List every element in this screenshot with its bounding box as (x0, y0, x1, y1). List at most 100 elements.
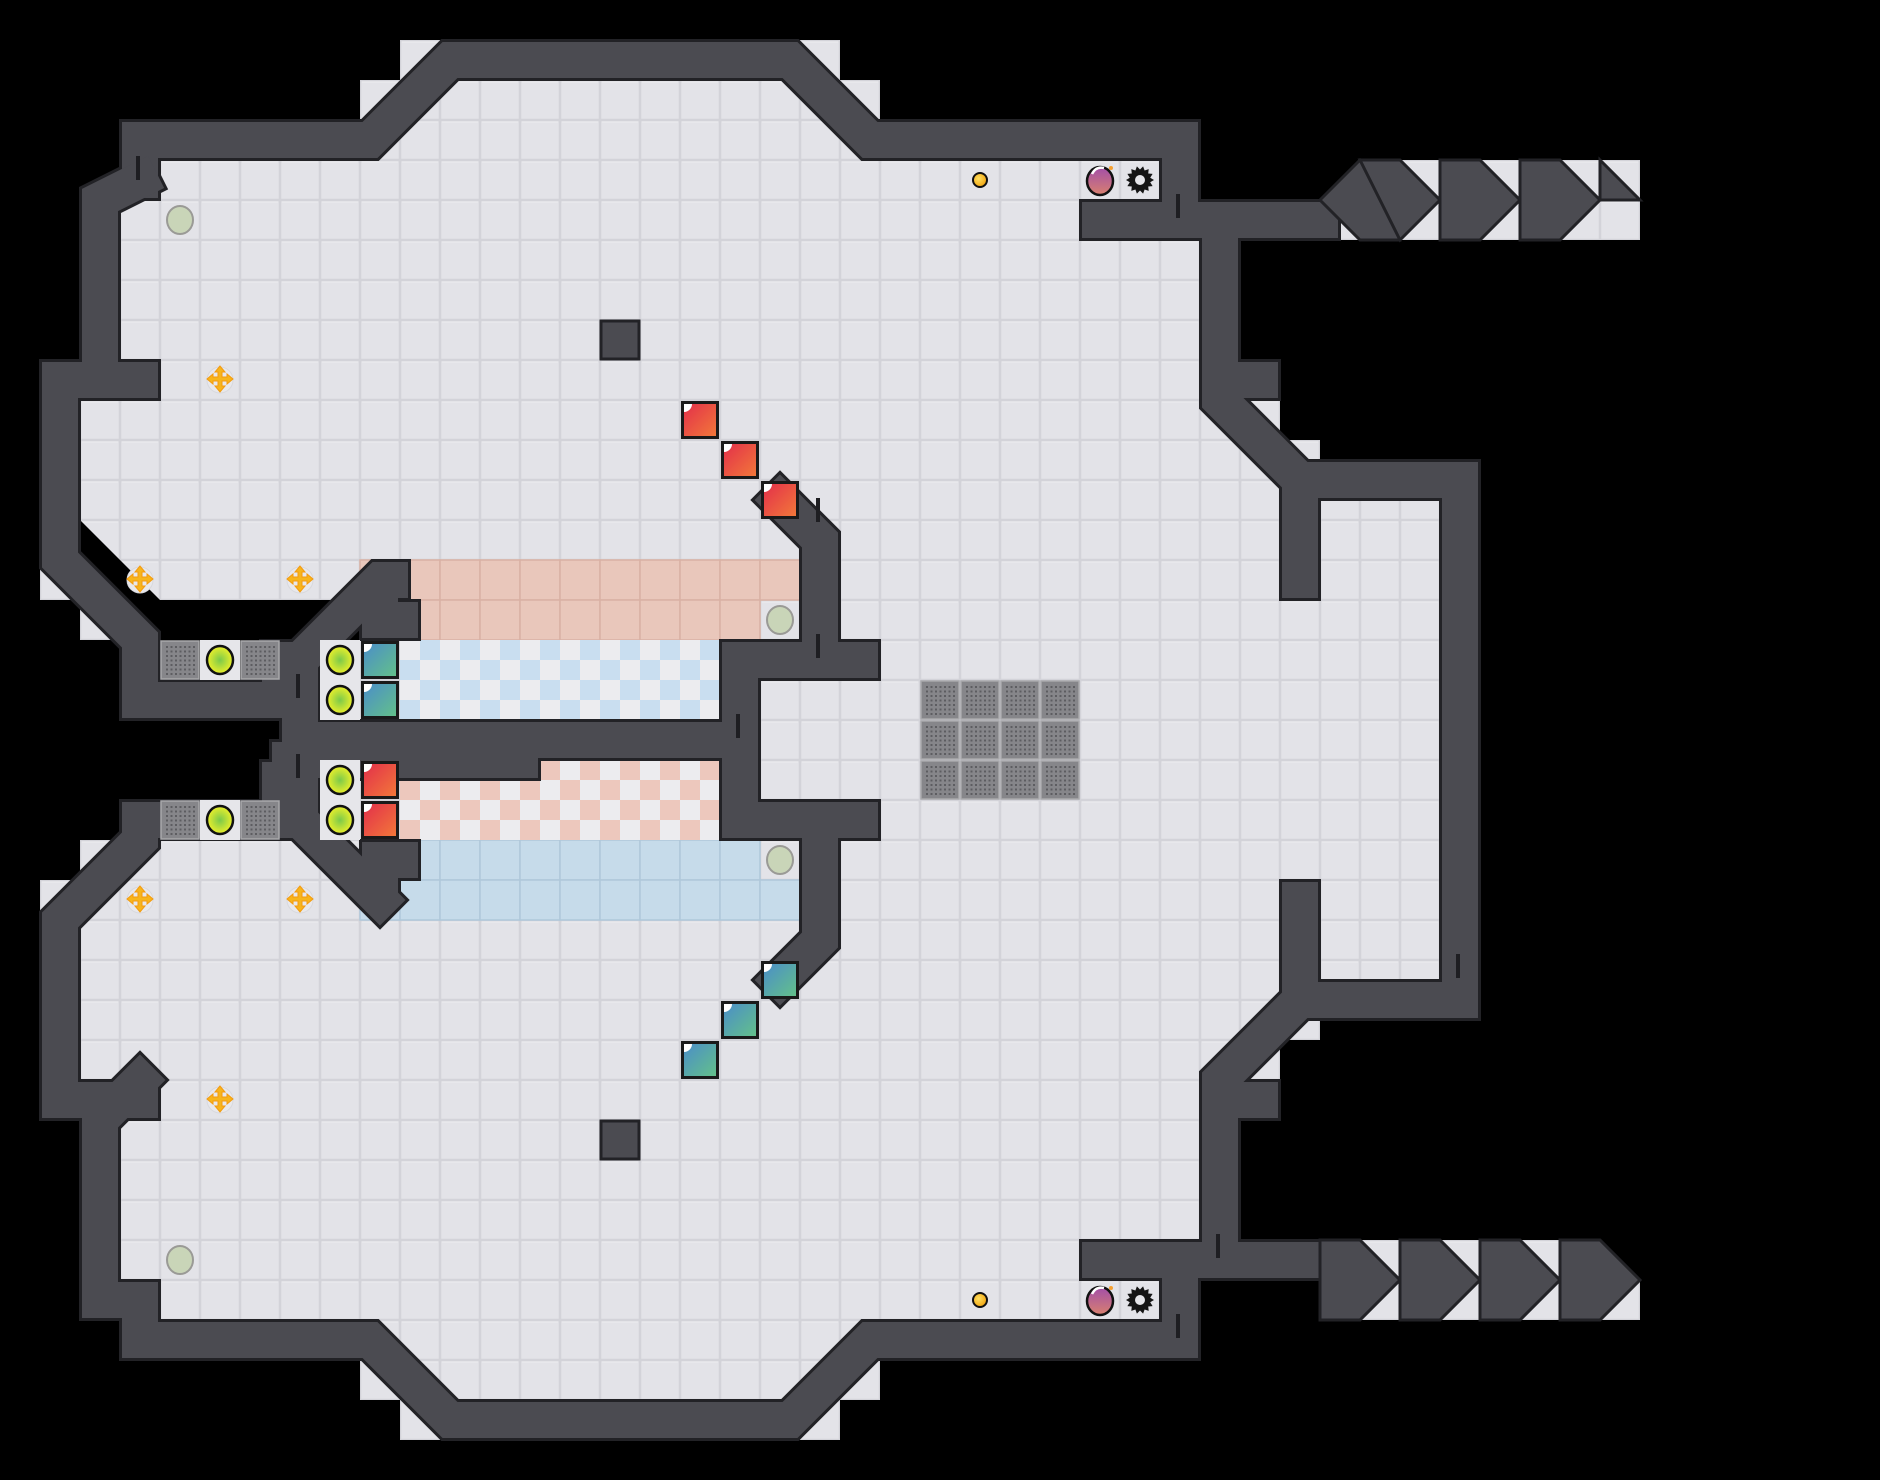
grate-hole (1015, 713, 1017, 715)
grate-hole (1028, 793, 1031, 795)
move-arrows-icon (206, 365, 234, 393)
grate-hole (1024, 793, 1026, 795)
grate-hole (944, 713, 946, 715)
grate-hole (1055, 770, 1057, 773)
blue-crate[interactable] (721, 1001, 759, 1039)
grate-hole (1050, 708, 1053, 711)
red-crate[interactable] (681, 401, 719, 439)
checker-blue-cell (440, 660, 460, 680)
bomb[interactable] (1085, 1285, 1115, 1317)
checker-red-cell (660, 800, 680, 820)
grate-hole (1019, 784, 1022, 786)
floor-area (1280, 480, 1440, 1000)
grate-hole (939, 730, 942, 733)
grate-hole (970, 699, 973, 702)
yellow-switch[interactable] (200, 640, 240, 680)
grate-hole (1010, 686, 1013, 688)
grate-hole (993, 775, 995, 777)
grate-hole (1050, 788, 1053, 791)
grate-hole (1073, 713, 1075, 715)
blue-crate[interactable] (761, 961, 799, 999)
grate-hole (1073, 708, 1075, 711)
grate-hole (1006, 775, 1008, 777)
grate-hole (1059, 735, 1062, 737)
yellow-switch[interactable] (320, 640, 360, 680)
red-crate[interactable] (361, 801, 399, 839)
gold-coin[interactable] (972, 172, 988, 188)
grate-hole (1024, 744, 1026, 746)
yellow-switch[interactable] (320, 680, 360, 720)
checker-red-cell (600, 780, 620, 800)
red-crate[interactable] (721, 441, 759, 479)
grate-hole (1028, 775, 1031, 777)
grate-hole (1046, 708, 1048, 711)
grate-hole (935, 748, 937, 751)
checker-blue-cell (660, 680, 680, 700)
checker-blue-cell (560, 660, 580, 680)
grate-hole (1068, 766, 1071, 768)
checker-blue-cell (660, 660, 680, 680)
grate-tile (160, 800, 200, 840)
checker-red-cell (540, 760, 560, 780)
zone-red-cell (519, 559, 561, 601)
grate-hole (1006, 784, 1008, 786)
grate-hole (1006, 730, 1008, 733)
grate-hole (1068, 726, 1071, 728)
bomb[interactable] (1085, 165, 1115, 197)
checker-blue-cell (560, 700, 580, 720)
zone-blue-cell (479, 839, 521, 881)
grate-hole (1019, 695, 1022, 697)
grate-hole (184, 828, 186, 831)
red-crate[interactable] (761, 481, 799, 519)
yellow-switch[interactable] (320, 760, 360, 800)
grate-hole (1010, 690, 1013, 693)
grate-hole (975, 770, 977, 773)
grate-hole (988, 735, 991, 737)
grate-hole (1064, 793, 1066, 795)
checker-blue-cell (520, 640, 540, 660)
grate-hole (935, 690, 937, 693)
checker-red-cell (480, 800, 500, 820)
gold-coin[interactable] (972, 1292, 988, 1308)
blue-crate[interactable] (361, 681, 399, 719)
grate-hole (1064, 699, 1066, 702)
grate-hole (993, 793, 995, 795)
grate-hole (975, 704, 977, 706)
grate-hole (273, 655, 275, 657)
grate-hole (953, 793, 955, 795)
grate-hole (179, 664, 182, 666)
grate-hole (1068, 753, 1071, 755)
yellow-switch[interactable] (320, 800, 360, 840)
grate-hole (1028, 713, 1031, 715)
grate-hole (250, 819, 253, 822)
grate-hole (926, 708, 928, 711)
red-crate[interactable] (361, 761, 399, 799)
grate-hole (264, 833, 266, 835)
grate-hole (259, 659, 262, 662)
checker-blue-cell (400, 660, 420, 680)
grate-hole (988, 713, 991, 715)
grate-hole (1028, 753, 1031, 755)
grate-hole (975, 730, 977, 733)
crate-shine (684, 1044, 692, 1052)
checker-blue-cell (700, 700, 720, 720)
zone-blue-cell (759, 879, 801, 921)
grate-hole (166, 815, 168, 817)
blue-crate[interactable] (361, 641, 399, 679)
grate-hole (1019, 704, 1022, 706)
blue-crate[interactable] (681, 1041, 719, 1079)
grate-hole (1024, 735, 1026, 737)
grate-hole (1010, 730, 1013, 733)
grate-hole (935, 686, 937, 688)
grate-hole (1055, 766, 1057, 768)
grate-hole (935, 788, 937, 791)
grate-hole (273, 806, 275, 808)
grate-hole (966, 744, 968, 746)
yellow-switch[interactable] (200, 800, 240, 840)
grate-hole (979, 744, 982, 746)
grate-hole (1028, 739, 1031, 742)
grate-hole (1033, 695, 1035, 697)
grate-hole (1006, 704, 1008, 706)
grate-hole (975, 748, 977, 751)
